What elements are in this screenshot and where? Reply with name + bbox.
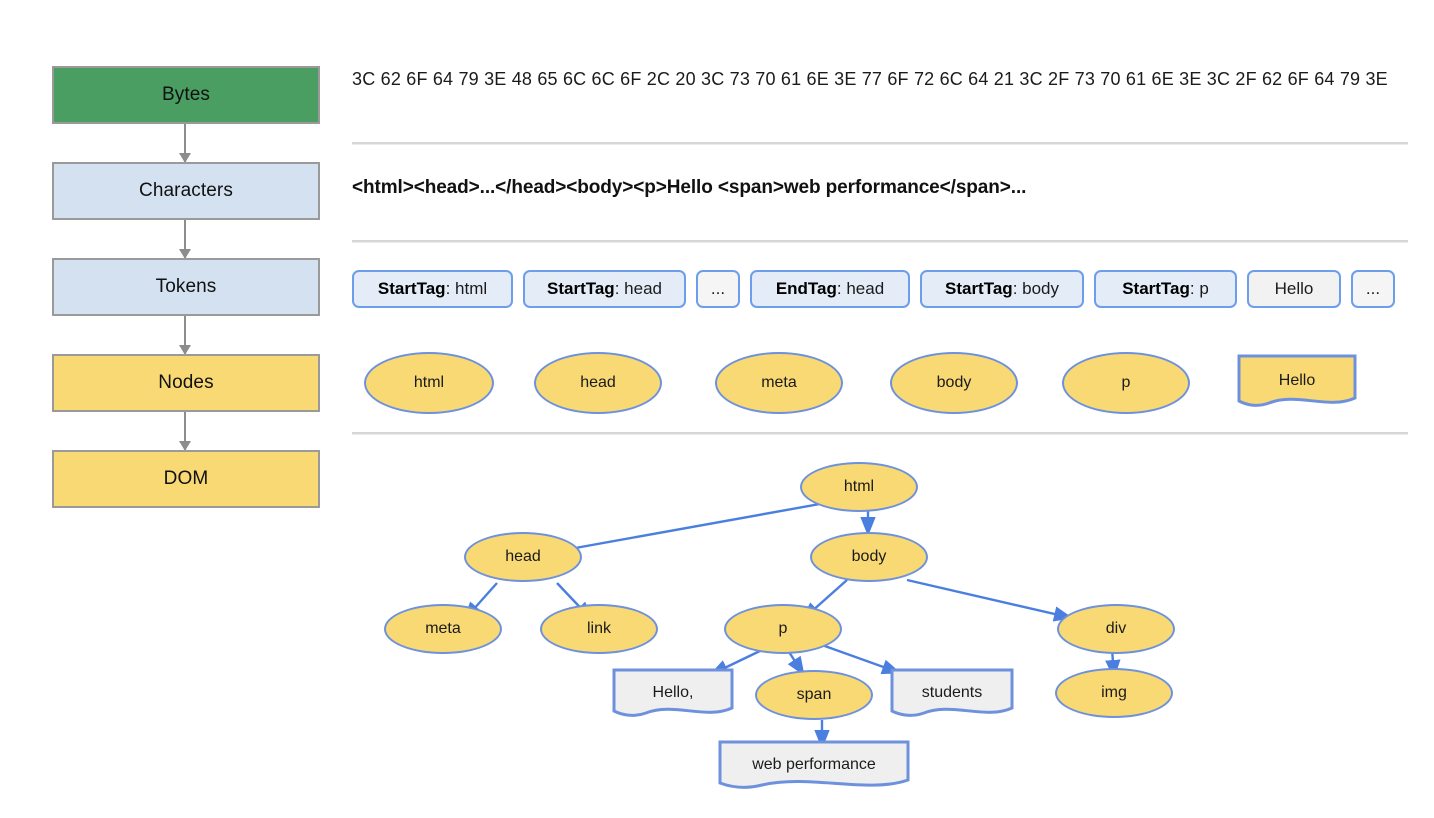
stage-label: DOM (163, 468, 209, 489)
token-value: ... (1365, 279, 1381, 298)
token-chip-ellipsis: ... (1351, 270, 1395, 308)
dom-node-label: web performance (752, 756, 876, 773)
dom-node-body: body (810, 532, 928, 582)
stage-bytes: Bytes (52, 66, 320, 124)
token-value: body (1022, 279, 1060, 298)
node-ellipse: p (1062, 352, 1190, 414)
node-label: p (1121, 374, 1131, 391)
stage-label: Bytes (161, 84, 211, 105)
token-value: html (455, 279, 488, 298)
dom-node-label: p (778, 620, 788, 637)
token-value: head (624, 279, 662, 298)
token-chip: StartTag: p (1094, 270, 1237, 308)
characters-string: <html><head>...</head><body><p>Hello <sp… (352, 177, 1027, 198)
token-sep: : (1189, 279, 1200, 298)
node-label: body (936, 374, 972, 391)
token-value: ... (710, 279, 726, 298)
token-kind: StartTag (944, 279, 1013, 298)
stage-dom: DOM (52, 450, 320, 508)
stage-arrow-1 (179, 124, 191, 163)
stage-label: Characters (139, 180, 233, 201)
node-label: Hello (1278, 372, 1316, 389)
token-kind: StartTag (1122, 279, 1190, 298)
node-ellipse: head (534, 352, 662, 414)
stage-nodes: Nodes (52, 354, 320, 412)
stage-label: Tokens (155, 276, 217, 297)
dom-node-span: span (755, 670, 873, 720)
dom-node-label: link (586, 620, 611, 637)
divider-3 (352, 432, 1408, 435)
token-value: p (1199, 279, 1209, 298)
stage-arrow-4 (179, 412, 191, 451)
dom-node-link: link (540, 604, 658, 654)
document-shape-icon (890, 668, 1014, 717)
document-shape-icon (612, 668, 734, 717)
token-sep: : (836, 279, 847, 298)
node-ellipse: meta (715, 352, 843, 414)
pipeline-column: Bytes Characters Tokens Nodes DOM (52, 66, 324, 508)
dom-tree: html head body meta link p div Hello, sp… (352, 440, 1412, 810)
node-document-shape: Hello (1237, 354, 1357, 408)
divider-1 (352, 142, 1408, 145)
token-kind: StartTag (547, 279, 615, 298)
dom-node-p: p (724, 604, 842, 654)
token-chip-ellipsis: ... (696, 270, 740, 308)
dom-node-img: img (1055, 668, 1173, 718)
dom-text-hello: Hello, (612, 668, 734, 718)
token-chip: EndTag: head (750, 270, 910, 308)
dom-node-label: meta (425, 620, 461, 637)
dom-node-head: head (464, 532, 582, 582)
dom-node-label: body (851, 548, 887, 565)
token-sep: : (1012, 279, 1023, 298)
bytes-sequence: 3C 62 6F 64 79 3E 48 65 6C 6C 6F 2C 20 3… (352, 69, 1388, 89)
document-shape-icon (718, 740, 910, 789)
node-label: html (413, 374, 445, 391)
node-ellipse: html (364, 352, 494, 414)
stage-arrow-2 (179, 220, 191, 259)
dom-node-label: students (921, 684, 983, 701)
dom-text-students: students (890, 668, 1014, 718)
token-kind: EndTag (775, 279, 837, 298)
token-kind: StartTag (377, 279, 446, 298)
divider-2 (352, 240, 1408, 243)
token-chip: StartTag: html (352, 270, 513, 308)
dom-node-label: div (1105, 620, 1127, 637)
dom-node-label: html (843, 478, 875, 495)
stage-tokens: Tokens (52, 258, 320, 316)
token-chip: StartTag: head (523, 270, 686, 308)
dom-node-meta: meta (384, 604, 502, 654)
token-sep: : (614, 279, 625, 298)
node-ellipse: body (890, 352, 1018, 414)
document-shape-icon (1237, 354, 1357, 407)
dom-node-label: Hello, (652, 684, 694, 701)
node-label: meta (761, 374, 797, 391)
dom-node-div: div (1057, 604, 1175, 654)
token-value: Hello (1274, 279, 1314, 298)
token-chip-text: Hello (1247, 270, 1341, 308)
stage-label: Nodes (158, 372, 214, 393)
token-value: head (846, 279, 885, 298)
token-chip: StartTag: body (920, 270, 1084, 308)
dom-node-label: img (1101, 684, 1127, 701)
dom-text-web-performance: web performance (718, 740, 910, 790)
node-label: head (580, 374, 616, 391)
dom-node-label: span (796, 686, 832, 703)
content-column: 3C 62 6F 64 79 3E 48 65 6C 6C 6F 2C 20 3… (352, 0, 1412, 818)
token-sep: : (445, 279, 456, 298)
stage-characters: Characters (52, 162, 320, 220)
stage-arrow-3 (179, 316, 191, 355)
dom-node-html: html (800, 462, 918, 512)
dom-node-label: head (505, 548, 541, 565)
